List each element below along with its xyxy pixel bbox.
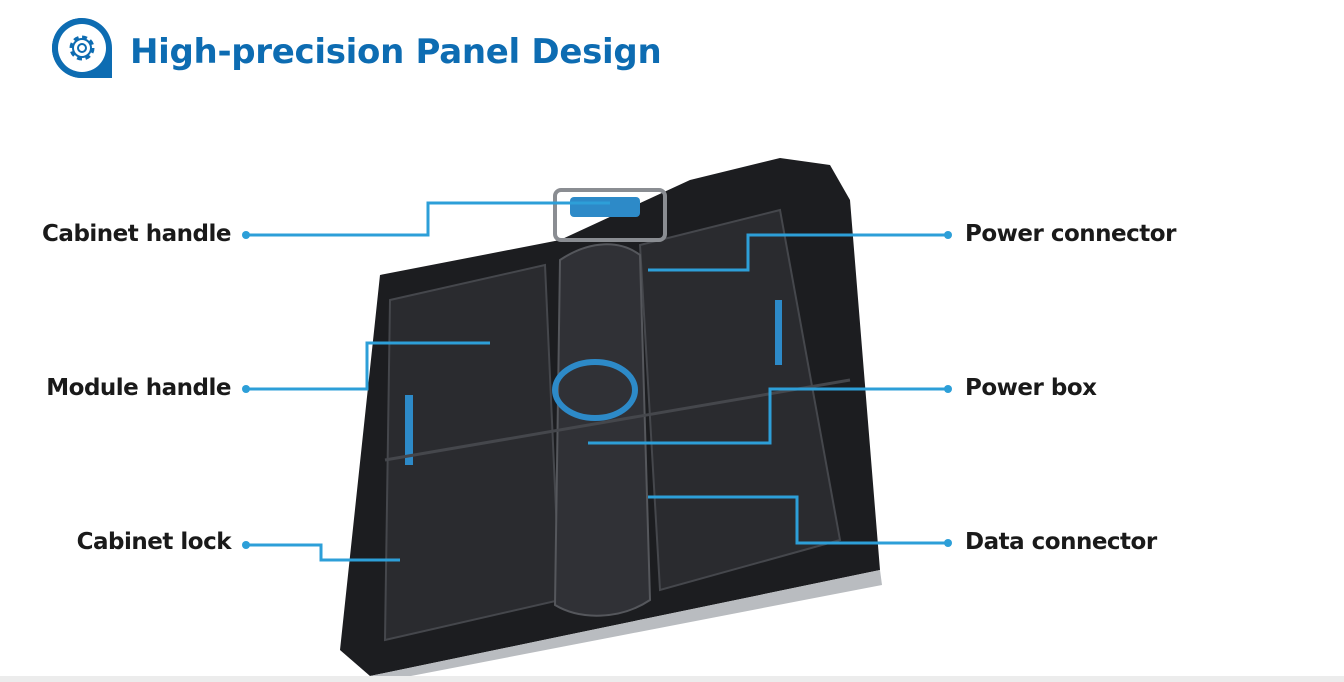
label-cabinet-handle: Cabinet handle [42, 221, 231, 247]
page-title: High-precision Panel Design [130, 32, 662, 72]
callout-lines [246, 201, 948, 562]
led-cabinet-image [340, 158, 882, 682]
header-gear-icon [52, 18, 112, 78]
label-cabinet-lock: Cabinet lock [76, 529, 232, 555]
label-power-box: Power box [965, 375, 1097, 401]
callout-dots [242, 231, 952, 549]
label-module-handle: Module handle [46, 375, 231, 401]
bottom-divider [0, 676, 1344, 682]
label-power-connector: Power connector [965, 221, 1176, 247]
label-data-connector: Data connector [965, 529, 1157, 555]
